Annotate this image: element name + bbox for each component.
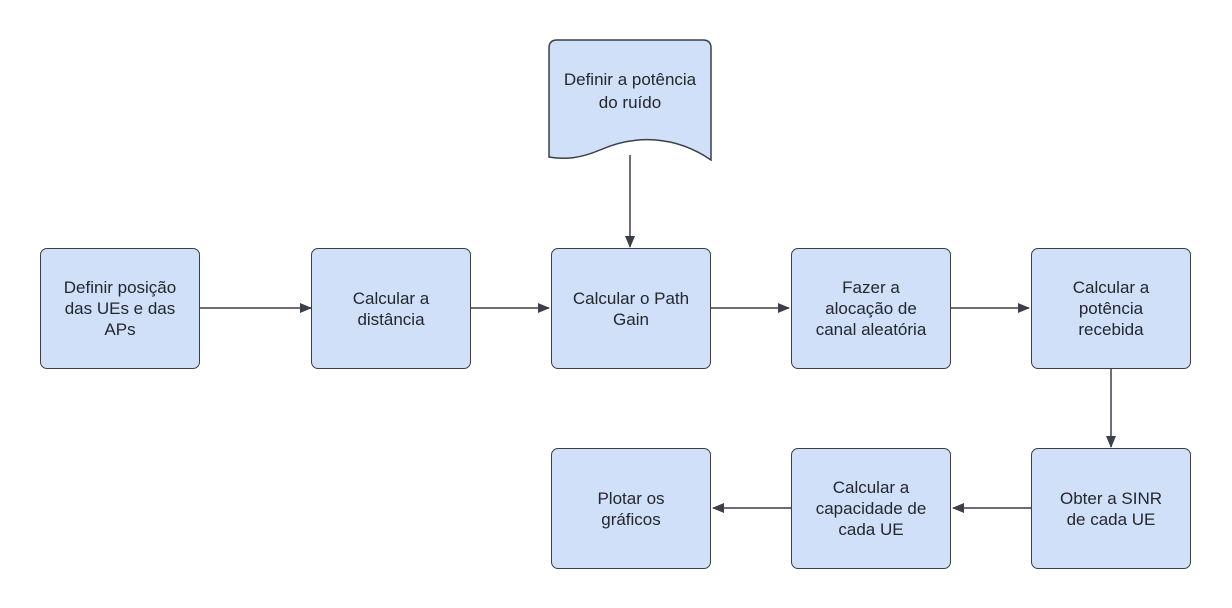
calc-received-power-node: Calcular a potência recebida	[1031, 248, 1191, 369]
document-shape	[548, 39, 712, 162]
calc-path-gain-node: Calcular o Path Gain	[551, 248, 711, 369]
calc-distance-node: Calcular a distância	[311, 248, 471, 369]
define-positions-node: Definir posição das UEs e das APs	[40, 248, 200, 369]
calc-capacity-node: Calcular a capacidade de cada UE	[791, 448, 951, 569]
get-sinr-node: Obter a SINR de cada UE	[1031, 448, 1191, 569]
plot-graphs-node: Plotar os gráficos	[551, 448, 711, 569]
define-noise-power-label: Definir a potência do ruído	[563, 70, 697, 112]
channel-allocation-node: Fazer a alocação de canal aleatória	[791, 248, 951, 369]
